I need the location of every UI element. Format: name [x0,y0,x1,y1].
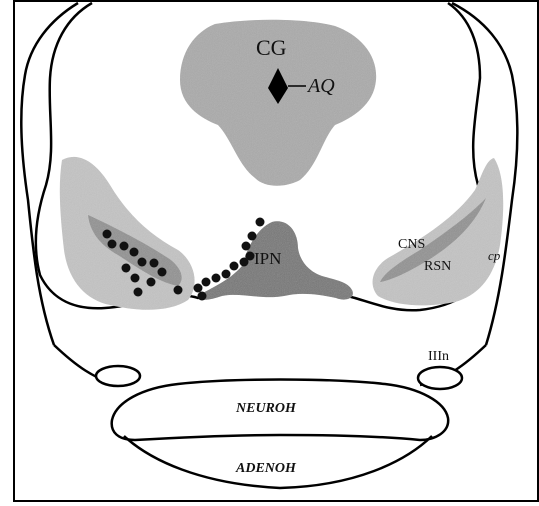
right-small-oval [418,367,462,389]
dot [256,218,265,227]
label-rsn: RSN [424,259,451,274]
left-small-oval [96,366,140,386]
label-neuroh: NEUROH [235,401,297,416]
label-ipn: IPN [254,249,281,268]
dot [108,240,117,249]
dot [120,242,129,251]
dot [248,232,257,241]
dot [222,270,231,279]
left-lateral-region [60,157,195,310]
right-lateral-region [373,158,504,305]
dot [147,278,156,287]
dot [158,268,167,277]
label-cg: CG [256,35,287,60]
dot [150,259,159,268]
dot [202,278,211,287]
dot [103,230,112,239]
dot [212,274,221,283]
label-aq: AQ [306,75,335,97]
label-iiin: IIIn [428,349,449,364]
dot [122,264,131,273]
dot [130,248,139,257]
dot [131,274,140,283]
label-cp: cp [488,248,501,263]
dot [134,288,143,297]
dot [138,258,147,267]
dot [198,292,207,301]
label-adenoh: ADENOH [235,461,297,476]
dot [230,262,239,271]
label-cns: CNS [398,237,425,252]
dot [242,242,251,251]
dot [174,286,183,295]
dot [194,284,203,293]
